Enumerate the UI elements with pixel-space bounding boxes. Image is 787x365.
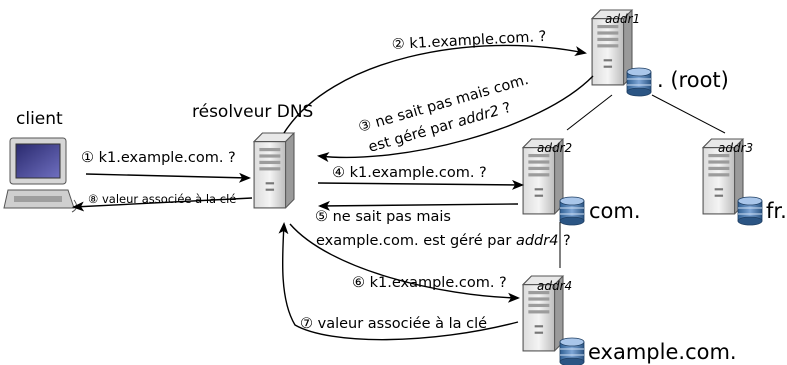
step-4-label: ④ k1.example.com. ? xyxy=(332,165,487,181)
step-7-label: ⑦ valeur associée à la clé xyxy=(300,316,487,332)
arrow-3 xyxy=(317,75,594,163)
arrow-8 xyxy=(72,197,253,212)
step-5-line1: ⑤ ne sait pas mais xyxy=(315,209,451,225)
arrow-6 xyxy=(289,223,520,303)
client-computer-icon xyxy=(3,137,78,213)
com-database-icon xyxy=(559,196,585,226)
resolver-server-icon xyxy=(253,132,295,209)
resolver-label: résolveur DNS xyxy=(192,102,313,122)
step-2-label: ② k1.example.com. ? xyxy=(391,29,546,53)
client-label: client xyxy=(16,109,63,129)
step-8-label: ⑧ valeur associée à la clé xyxy=(88,192,236,206)
root-zone-label: . (root) xyxy=(657,68,729,92)
root-database-icon xyxy=(626,67,652,97)
edge-root-fr xyxy=(651,94,726,134)
arrow-1 xyxy=(85,172,251,183)
edge-root-com xyxy=(566,94,613,131)
step-6-label: ⑥ k1.example.com. ? xyxy=(352,275,507,291)
arrow-7 xyxy=(278,222,519,341)
example-zone-label: example.com. xyxy=(588,340,737,364)
example-database-icon xyxy=(559,337,585,365)
step-5-line2: example.com. est géré par addr4 ? xyxy=(316,233,571,249)
addr1-label: addr1 xyxy=(605,12,640,26)
fr-zone-label: fr. xyxy=(766,199,787,223)
arrow-5 xyxy=(318,200,519,211)
addr3-label: addr3 xyxy=(718,141,753,155)
arrow-4 xyxy=(317,179,524,190)
fr-database-icon xyxy=(737,196,763,226)
step-1-label: ① k1.example.com. ? xyxy=(81,150,236,166)
addr4-label: addr4 xyxy=(537,279,572,293)
com-zone-label: com. xyxy=(589,199,641,223)
addr2-label: addr2 xyxy=(537,141,572,155)
arrow-2 xyxy=(283,44,587,134)
